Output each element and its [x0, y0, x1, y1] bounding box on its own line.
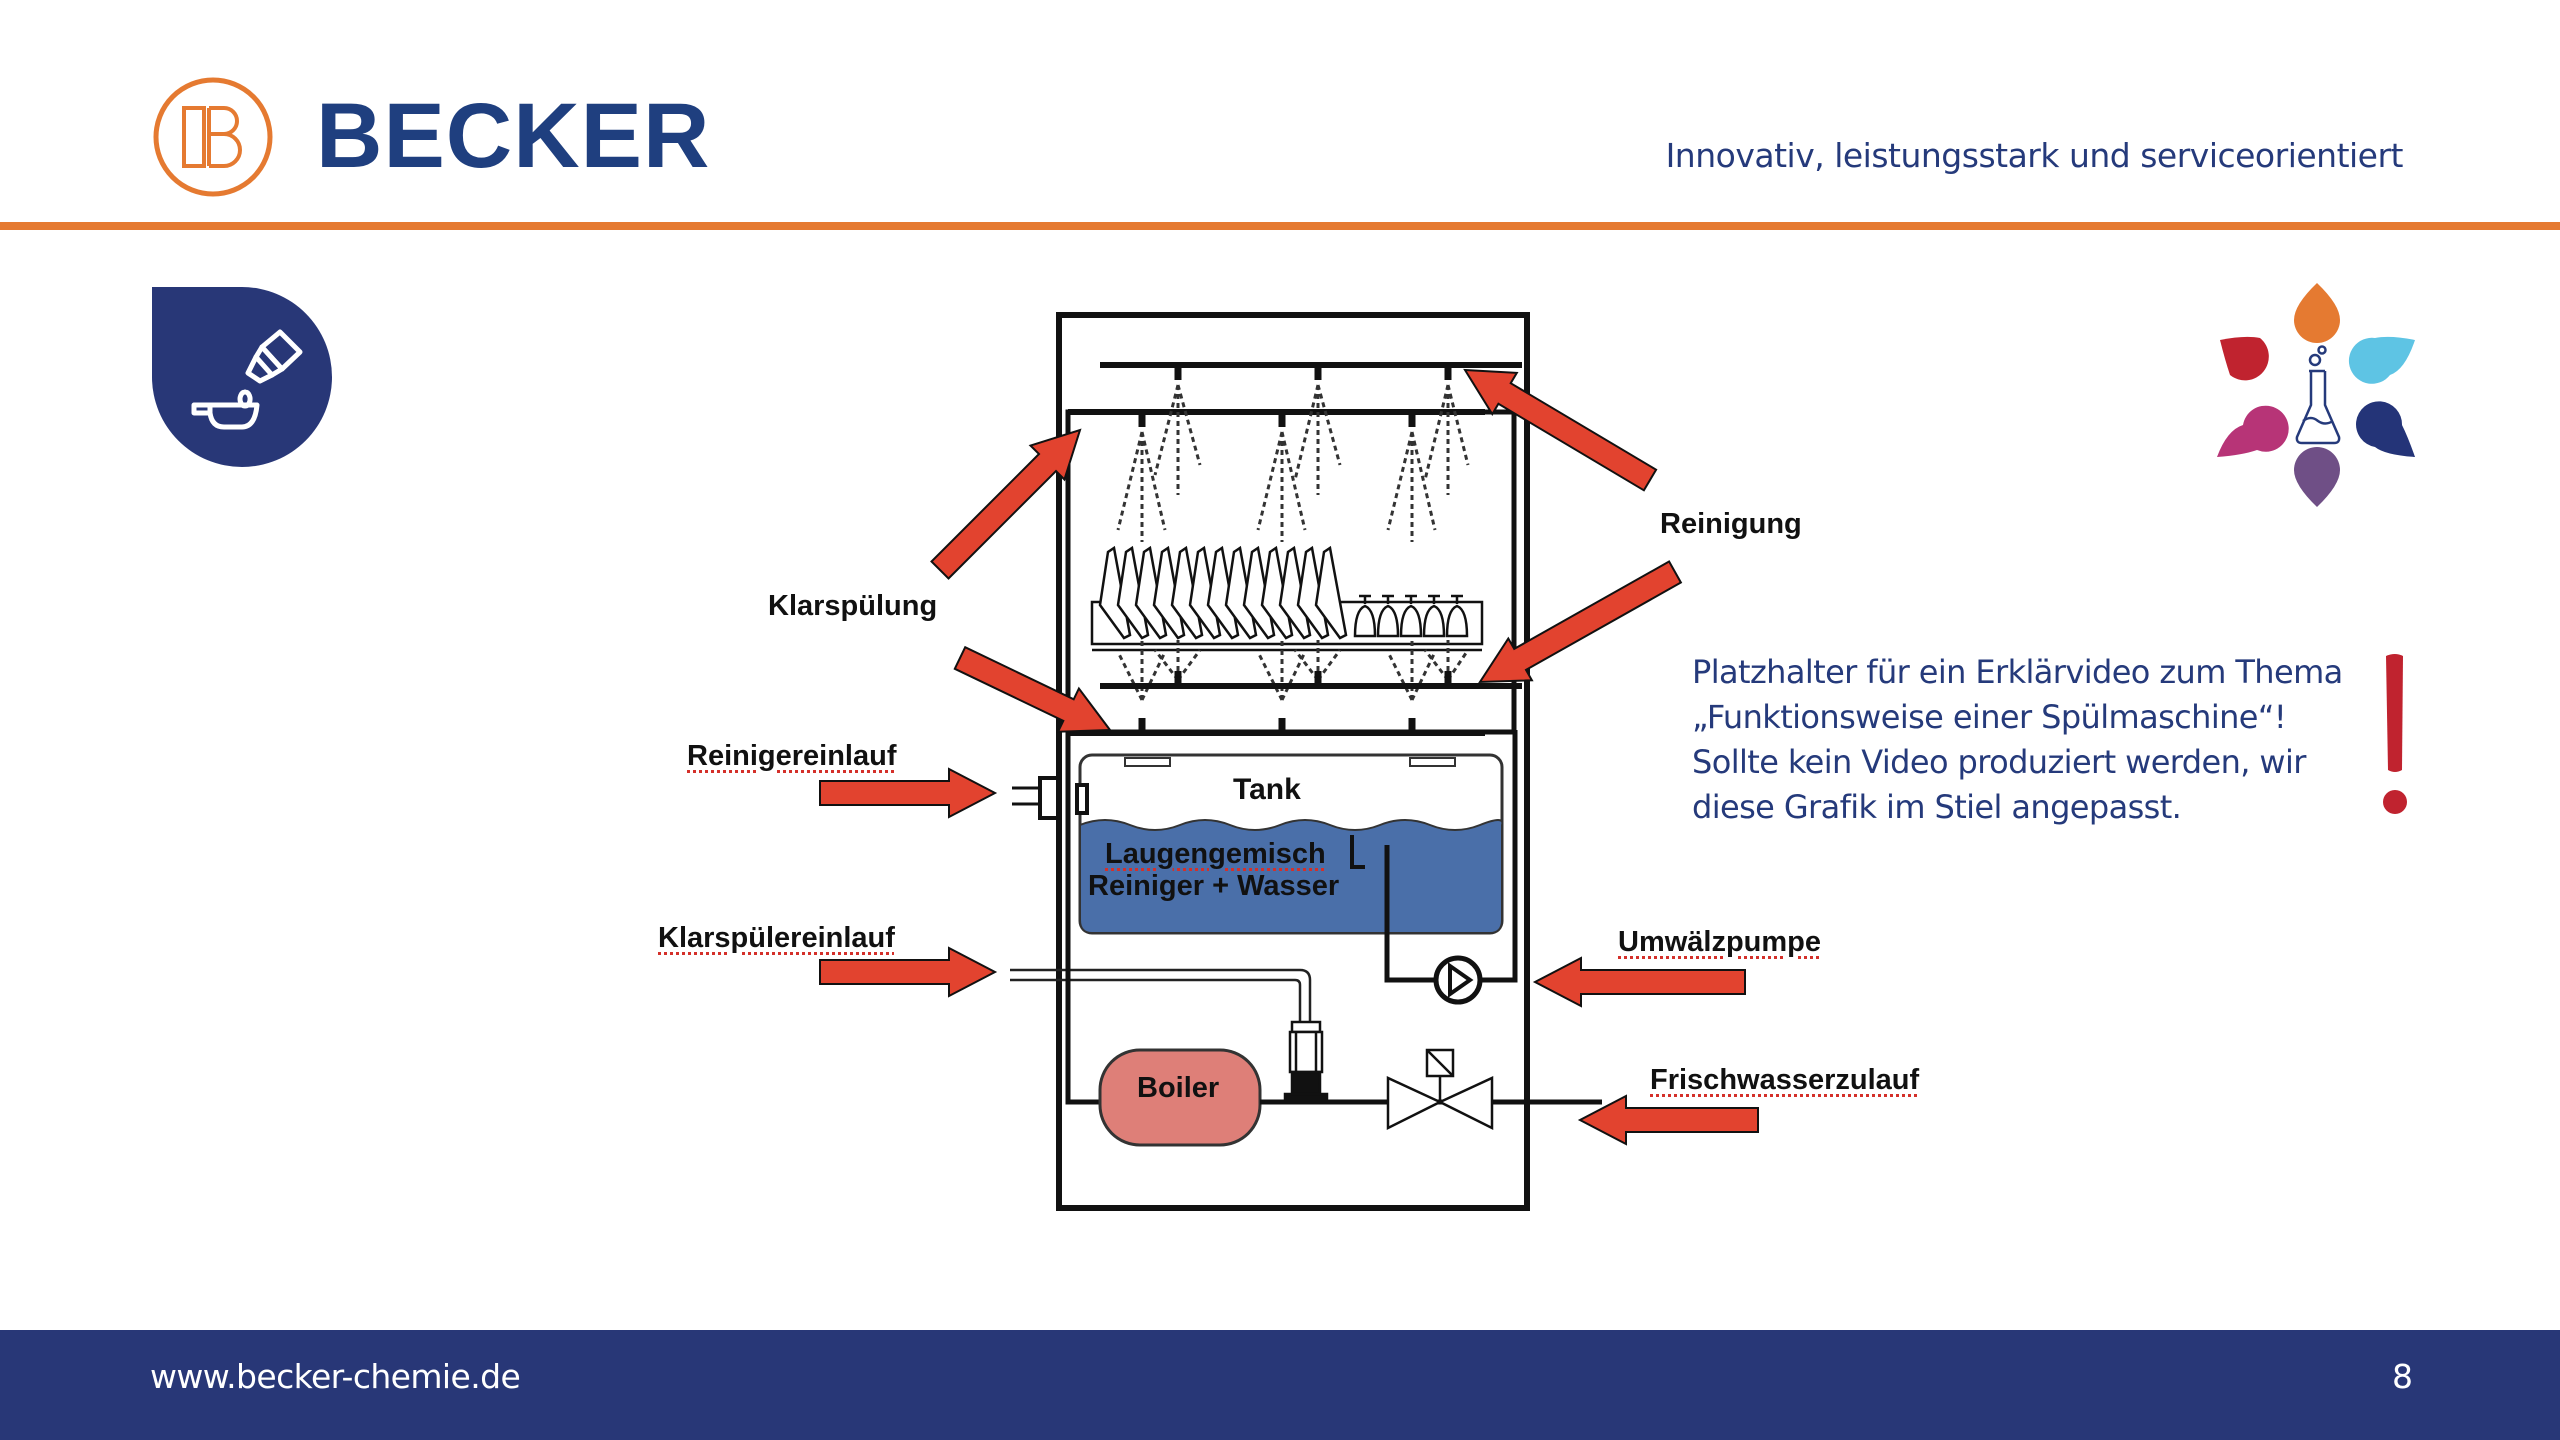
lower-spray-cones [1116, 640, 1470, 701]
boiler [1065, 733, 1602, 1147]
becker-logo-icon [152, 76, 274, 198]
circulation-pump [1384, 730, 1518, 1005]
exclamation-icon [2378, 652, 2412, 822]
upper-nozzles [1138, 365, 1452, 427]
arrow-klarspuelung-upper [930, 428, 1082, 580]
arrow-klarspuelereinlauf [819, 946, 998, 998]
label-umwaelzpumpe: Umwälzpumpe [1618, 926, 1822, 958]
label-reinigereinlauf: Reinigereinlauf [687, 740, 897, 772]
plate [1314, 545, 1348, 640]
solenoid-valve [1386, 1048, 1494, 1131]
label-reiniger-wasser: Reiniger + Wasser [1088, 870, 1340, 902]
note-line: „Funktionsweise einer Spülmaschine“! [1692, 698, 2287, 736]
arrow-reinigereinlauf [819, 767, 998, 819]
label-klarspuelung: Klarspülung [768, 590, 938, 622]
glass [1399, 594, 1423, 638]
glass [1445, 594, 1469, 638]
rinse-aid-pipe [1010, 968, 1312, 1022]
footer-bar [0, 1330, 2560, 1440]
header-divider [0, 222, 2560, 230]
tagline: Innovativ, leistungsstark und serviceori… [1665, 136, 2404, 175]
label-klarspuelereinlauf: Klarspülereinlauf [658, 922, 895, 954]
label-frischwasserzulauf: Frischwasserzulauf [1650, 1064, 1920, 1096]
arrow-frischwasserzulauf [1577, 1094, 1759, 1146]
arrow-reinigung-lower [1478, 560, 1683, 684]
flask-with-drops-icon [2205, 275, 2435, 515]
brand-name: BECKER [316, 85, 711, 187]
glass [1422, 594, 1446, 638]
label-boiler: Boiler [1137, 1072, 1220, 1104]
page-number: 8 [2392, 1357, 2413, 1396]
dropper-dish-icon [152, 287, 332, 467]
arrow-reinigung-upper [1463, 368, 1658, 492]
placeholder-note: Platzhalter für ein Erklärvideo zum Them… [1692, 650, 2392, 830]
glass [1353, 594, 1377, 638]
note-line: diese Grafik im Stiel angepasst. [1692, 788, 2182, 826]
glass [1376, 594, 1400, 638]
label-reinigung: Reinigung [1660, 508, 1802, 540]
dishwasher-diagram: Klarspülung Reinigung Reinigereinlauf Kl… [640, 290, 1980, 1240]
footer-website-link[interactable]: www.becker-chemie.de [150, 1357, 521, 1396]
dosing-pump [1283, 1020, 1329, 1104]
upper-spray-cones [1116, 384, 1470, 542]
arrow-klarspuelung-lower [953, 645, 1112, 733]
machine-housing [1056, 312, 1530, 1211]
label-tank: Tank [1233, 773, 1301, 806]
dish-rack [1090, 545, 1484, 652]
arrow-umwaelzpumpe [1532, 956, 1746, 1008]
note-line: Sollte kein Video produziert werden, wir [1692, 743, 2306, 781]
tank [1012, 753, 1504, 935]
label-laugengemisch: Laugengemisch [1105, 838, 1326, 870]
note-line: Platzhalter für ein Erklärvideo zum Them… [1692, 653, 2343, 691]
